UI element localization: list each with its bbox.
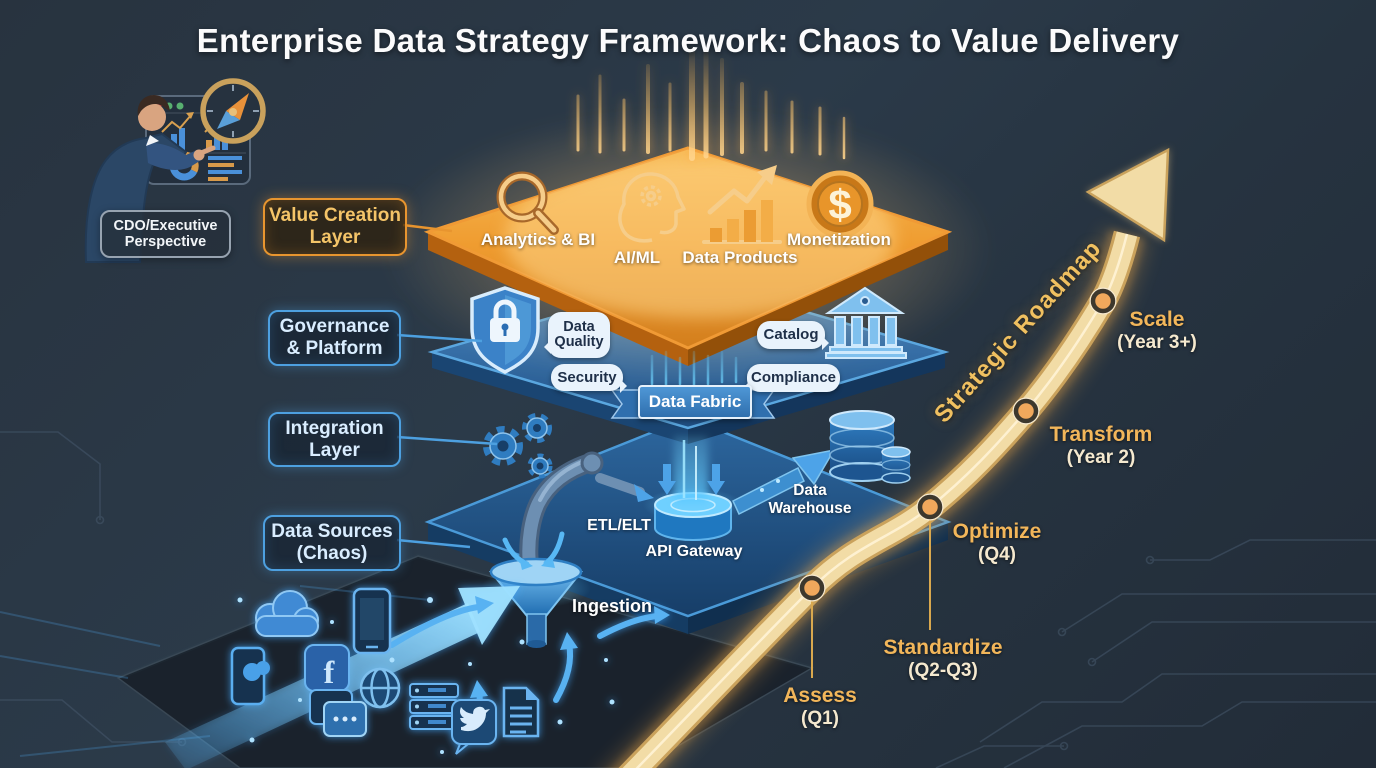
ingestion-label: Ingestion — [572, 596, 652, 616]
cdo-line1: CDO/Executive — [113, 218, 218, 234]
gears-icon — [483, 413, 553, 479]
cdo-perspective-box: CDO/Executive Perspective — [100, 210, 231, 258]
etl-elt-label: ETL/ELT — [587, 517, 651, 534]
growth-chart-icon — [702, 165, 782, 244]
text-lines-icon — [208, 156, 242, 181]
milestone-assess-period: (Q1) — [801, 708, 839, 729]
sources-box-line2: (Chaos) — [296, 543, 368, 564]
globe-icon — [359, 667, 401, 709]
milestone-assess-name: Assess — [783, 684, 857, 707]
data-quality-bubble: Data Quality — [544, 312, 610, 358]
roadmap-arrow — [601, 147, 1170, 768]
milestone-optimize-period: (Q4) — [978, 544, 1016, 565]
governance-platform-box: Governance & Platform — [268, 310, 401, 366]
sparkles — [237, 597, 615, 754]
catalog-bubble: Catalog — [757, 321, 829, 351]
milestone-scale-name: Scale — [1129, 308, 1185, 331]
data-warehouse-label: Data Warehouse — [768, 482, 852, 517]
mobile-cloud-icon — [230, 646, 270, 706]
api-gateway-label: API Gateway — [645, 543, 743, 560]
milestone-marker — [798, 574, 826, 602]
value-box-line2: Layer — [309, 227, 361, 248]
milestone-marker — [916, 493, 944, 521]
integration-box-line1: Integration — [285, 417, 384, 439]
svg-text:f: f — [324, 654, 335, 690]
magnifier-icon — [496, 171, 559, 235]
warehouse-flow-arrow — [732, 448, 836, 516]
cloud-icon — [255, 590, 319, 637]
integration-box-line2: Layer — [309, 439, 360, 461]
document-icon — [502, 686, 540, 738]
executive-figure — [84, 78, 266, 263]
dollar-coin-icon: $ — [806, 170, 874, 238]
compass-icon — [200, 78, 266, 144]
svg-text:$: $ — [828, 181, 851, 228]
data-products-label: Data Products — [682, 248, 798, 267]
label-connectors — [396, 223, 498, 549]
monetization-label: Monetization — [787, 230, 891, 249]
integration-layer-box: Integration Layer — [268, 412, 401, 467]
governance-box-line2: & Platform — [286, 338, 383, 359]
funnel-pour-arrows — [502, 531, 565, 570]
circuit-pattern — [0, 431, 1376, 768]
milestone-optimize-name: Optimize — [952, 520, 1042, 543]
api-gateway-basin-icon — [643, 488, 743, 541]
sources-box-line1: Data Sources — [271, 521, 393, 542]
milestone-scale-period: (Year 3+) — [1117, 332, 1197, 353]
smartphone-icon — [352, 587, 392, 655]
cdo-line2: Perspective — [124, 234, 207, 250]
milestone-transform-period: (Year 2) — [1066, 447, 1136, 468]
chat-icon — [309, 689, 367, 737]
milestone-marker — [1089, 287, 1117, 315]
data-fabric-banner: Data Fabric — [638, 385, 752, 419]
milestone-standardize-period: (Q2-Q3) — [908, 660, 978, 681]
server-icon — [409, 683, 459, 730]
security-bubble: Security — [551, 364, 627, 393]
value-box-line1: Value Creation — [269, 205, 401, 226]
value-streaks — [650, 350, 738, 388]
light-rays — [576, 35, 846, 161]
twitter-icon — [451, 699, 497, 755]
shield-lock-icon — [470, 286, 540, 374]
value-creation-layer-box: Value Creation Layer — [263, 198, 407, 256]
governance-box-line1: Governance — [279, 316, 390, 337]
facebook-icon: f — [304, 644, 350, 692]
analytics-bi-label: Analytics & BI — [480, 230, 596, 249]
milestone-marker — [1012, 397, 1040, 425]
chaos-sources: f — [165, 586, 670, 768]
data-sources-box: Data Sources (Chaos) — [263, 515, 401, 571]
compliance-bubble: Compliance — [743, 364, 840, 395]
brain-icon — [618, 172, 686, 243]
bank-icon — [824, 286, 907, 359]
page-title: Enterprise Data Strategy Framework: Chao… — [196, 22, 1180, 59]
data-flow-beam — [658, 436, 725, 502]
milestone-transform-name: Transform — [1049, 423, 1153, 446]
aiml-label: AI/ML — [613, 248, 661, 267]
data-warehouse-icon — [829, 410, 911, 484]
pipe-icon — [519, 451, 654, 568]
milestone-standardize-name: Standardize — [883, 636, 1003, 659]
